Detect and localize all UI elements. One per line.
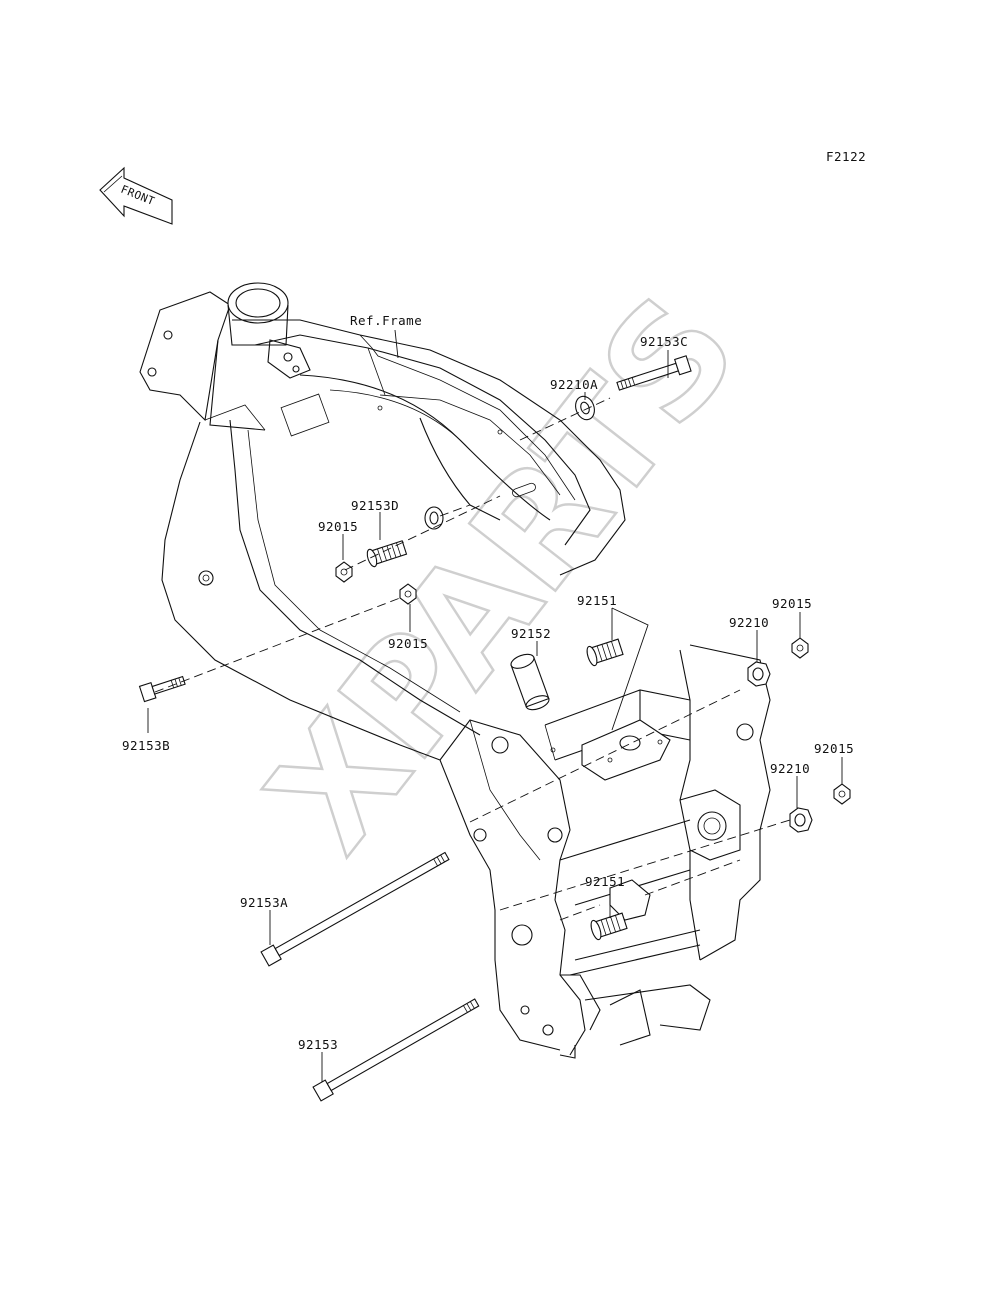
bolt-92151-a-icon <box>586 638 624 667</box>
nut-92210-b-icon <box>789 807 813 833</box>
part-label-92210-b[interactable]: 92210 <box>770 761 810 776</box>
part-label-92151-a[interactable]: 92151 <box>577 593 617 608</box>
part-label-92210a[interactable]: 92210A <box>550 377 598 392</box>
part-labels: Ref.Frame 92153C 92210A 92153D 92015 920… <box>122 313 854 1052</box>
bolt-92153c-icon <box>616 355 692 391</box>
part-label-92015-d[interactable]: 92015 <box>814 741 854 756</box>
nut-92015-b-icon <box>399 583 417 605</box>
collar-92152-icon <box>510 653 550 711</box>
part-label-92015-b[interactable]: 92015 <box>388 636 428 651</box>
diagram-code: F2122 <box>826 149 866 164</box>
nut-92210-a-icon <box>747 661 771 687</box>
bushing-92153d-icon <box>424 506 444 530</box>
ref-frame-label: Ref.Frame <box>350 313 422 328</box>
leader-lines <box>147 329 843 1082</box>
bolt-92153d-icon <box>366 540 408 568</box>
front-arrow-text: FRONT <box>119 183 157 208</box>
part-label-92153[interactable]: 92153 <box>298 1037 338 1052</box>
nut-92015-d-icon <box>833 783 851 805</box>
part-label-92015-a[interactable]: 92015 <box>318 519 358 534</box>
bolt-92153-icon <box>312 998 480 1102</box>
part-label-92153d[interactable]: 92153D <box>351 498 399 513</box>
bolt-92153b-icon <box>138 675 186 703</box>
nut-92015-a-icon <box>335 561 353 583</box>
part-label-92151-b[interactable]: 92151 <box>585 874 625 889</box>
part-label-92153a[interactable]: 92153A <box>240 895 288 910</box>
part-label-92210-a[interactable]: 92210 <box>729 615 769 630</box>
part-label-92015-c[interactable]: 92015 <box>772 596 812 611</box>
assembly-lines <box>154 397 791 921</box>
watermark: XPARTS <box>236 265 771 882</box>
part-label-92153b[interactable]: 92153B <box>122 738 170 753</box>
part-label-92152[interactable]: 92152 <box>511 626 551 641</box>
front-arrow-icon: FRONT <box>99 166 173 225</box>
nut-92015-c-icon <box>791 637 809 659</box>
part-label-92153c[interactable]: 92153C <box>640 334 688 349</box>
nut-92210a-icon <box>575 395 595 421</box>
bolt-92151-b-icon <box>590 912 628 941</box>
bolt-92153a-icon <box>260 851 450 967</box>
